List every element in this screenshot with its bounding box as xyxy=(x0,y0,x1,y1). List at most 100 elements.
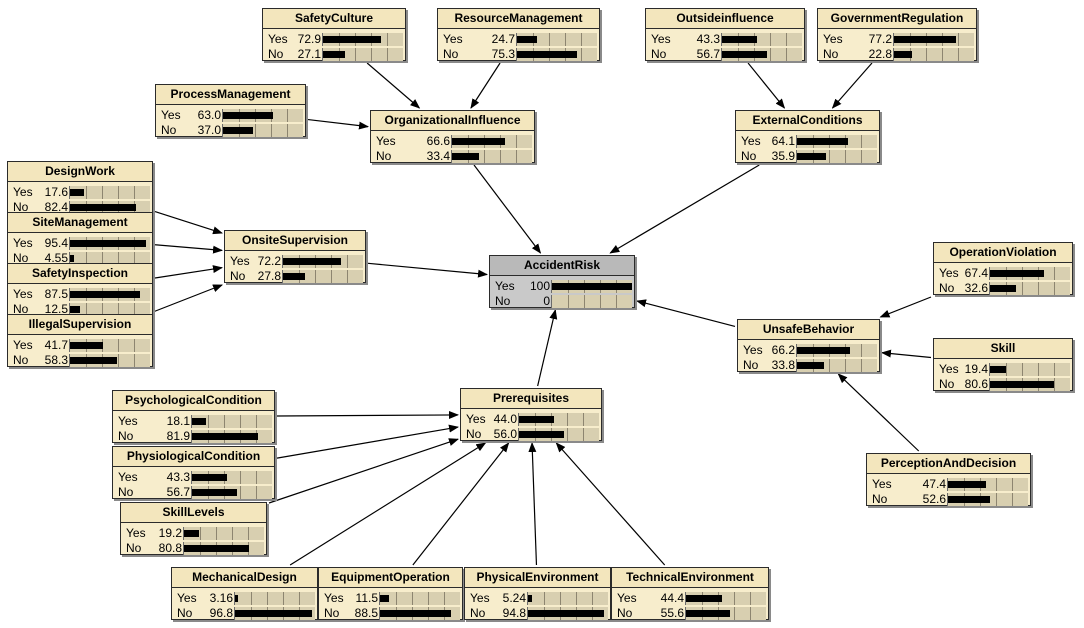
probability-bar-track xyxy=(282,255,363,268)
probability-bar xyxy=(223,112,274,119)
probability-bar-track xyxy=(69,252,150,265)
state-probability: 56.7 xyxy=(166,485,190,499)
state-probability: 27.8 xyxy=(257,269,281,283)
state-label: No xyxy=(823,47,839,61)
state-probability: 35.9 xyxy=(771,149,795,163)
probability-bar-track xyxy=(183,542,264,555)
state-probability: 18.1 xyxy=(166,414,190,428)
state-label: No xyxy=(118,485,134,499)
node-title: PhysicalEnvironment xyxy=(465,568,610,588)
state-probability: 56.0 xyxy=(493,427,517,441)
probability-bar xyxy=(192,474,227,481)
state-label: No xyxy=(939,377,955,391)
node-title: PerceptionAndDecision xyxy=(867,454,1030,474)
edge-outside-influence-to-external-conditions xyxy=(747,62,786,109)
probability-bar xyxy=(528,610,604,617)
probability-bar xyxy=(722,51,768,58)
edge-illegal-supervision-to-onsite-supervision xyxy=(152,284,223,313)
probability-bar xyxy=(283,258,341,265)
state-label: Yes xyxy=(118,470,138,484)
probability-bar-track xyxy=(721,33,802,46)
probability-bar-track xyxy=(989,282,1070,295)
probability-bar-track xyxy=(516,48,597,61)
state-label: Yes xyxy=(324,591,344,605)
state-probability: 37.0 xyxy=(197,123,221,137)
probability-bar xyxy=(517,51,578,58)
probability-bar-track xyxy=(947,478,1028,491)
edge-psychological-condition-to-prerequisites xyxy=(276,410,459,419)
state-probability: 72.9 xyxy=(297,32,321,46)
node-title: TechnicalEnvironment xyxy=(612,568,768,588)
probability-bar-track xyxy=(69,339,150,352)
state-probability: 11.5 xyxy=(355,591,378,605)
state-probability: 64.1 xyxy=(771,134,795,148)
edge-external-conditions-to-accident-risk xyxy=(609,164,760,254)
node-title: OrganizationalInfluence xyxy=(371,111,534,131)
state-probability: 88.5 xyxy=(354,606,378,620)
state-probability: 81.9 xyxy=(166,429,190,443)
state-probability: 33.4 xyxy=(426,149,450,163)
probability-bar xyxy=(283,273,306,280)
probability-bar-track xyxy=(222,109,303,122)
state-label: No xyxy=(13,353,29,367)
probability-bar-track xyxy=(451,150,532,163)
probability-bar-track xyxy=(527,607,608,620)
state-probability: 52.6 xyxy=(922,492,946,506)
state-probability: 5.24 xyxy=(502,591,526,605)
state-label: Yes xyxy=(617,591,637,605)
state-row-no: No 56.7 xyxy=(113,485,274,500)
edge-resource-management-to-organizational-influence xyxy=(470,62,501,109)
probability-bar xyxy=(70,204,136,211)
probability-bar-track xyxy=(796,344,877,357)
probability-bar xyxy=(235,610,313,617)
probability-bar xyxy=(519,431,564,438)
state-probability: 47.4 xyxy=(922,477,946,491)
edge-equipment-operation-to-prerequisites xyxy=(412,442,510,566)
probability-bar xyxy=(797,362,825,369)
state-probability: 95.4 xyxy=(44,236,68,250)
node-title: ExternalConditions xyxy=(736,111,879,131)
state-label: Yes xyxy=(939,266,959,280)
